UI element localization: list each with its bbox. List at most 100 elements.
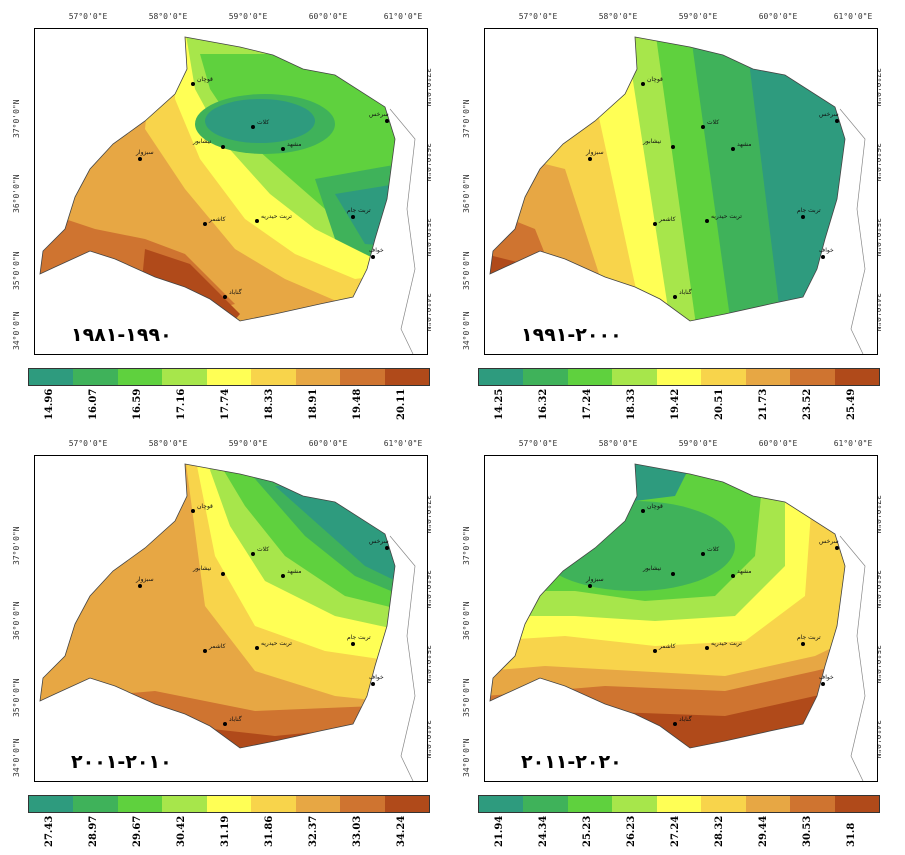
y-tick: 35°0'0"N [462,251,471,290]
y-tick: 35°0'0"N [12,251,21,290]
city-label: نیشابور [192,565,212,572]
legend-value: 34.24 [396,815,407,847]
legend-value: 33.03 [352,815,363,847]
city-marker [588,584,592,588]
legend-value: 29.44 [758,815,769,847]
city-marker [371,682,375,686]
city-label: سرخس [369,111,389,118]
legend-value: 31.86 [264,815,275,847]
city-marker [821,255,825,259]
city-label: نیشابور [642,565,662,572]
legend-value: 21.94 [494,815,505,847]
city-marker [221,572,225,576]
legend-value: 28.97 [88,815,99,847]
city-label: سبزوار [585,576,604,583]
city-label: تربت حیدریه [261,640,292,647]
legend-value: 16.32 [538,388,549,420]
legend-value: 25.49 [846,388,857,420]
x-tick: 59°0'0"E [678,12,718,21]
city-marker [641,82,645,86]
y-tick: 37°0'0"N [12,526,21,565]
city-label: کلات [257,546,269,553]
city-marker [191,509,195,513]
city-marker [671,145,675,149]
city-marker [588,157,592,161]
city-marker [821,682,825,686]
x-tick: 57°0'0"E [518,12,558,21]
x-tick: 57°0'0"E [518,439,558,448]
city-label: سبزوار [585,149,604,156]
city-marker [801,215,805,219]
y-tick: 34°0'0"N [12,738,21,777]
x-tick: 58°0'0"E [148,439,188,448]
city-label: گناباد [229,288,242,296]
city-label: نیشابور [192,138,212,145]
city-marker [255,219,259,223]
city-marker [673,722,677,726]
period-label: ۱۹۸۱-۱۹۹۰ [65,324,178,346]
city-marker [203,649,207,653]
city-marker [673,295,677,299]
color-legend [478,368,880,386]
legend-value: 17.16 [176,388,187,420]
city-label: قوچان [197,76,213,83]
legend-value: 16.59 [132,388,143,420]
city-label: خواف [819,247,834,254]
city-label: کاشمر [658,643,676,650]
city-marker [731,574,735,578]
city-label: کاشمر [208,643,226,650]
y-tick: 37°0'0"N [462,526,471,565]
legend-value: 27.43 [44,815,55,847]
city-label: کاشمر [658,216,676,223]
legend-value: 17.24 [582,388,593,420]
legend-value: 14.96 [44,388,55,420]
city-label: تربت حیدریه [711,640,742,647]
city-label: تربت جام [347,207,371,214]
city-marker [351,642,355,646]
city-label: سبزوار [135,576,154,583]
map-panel-2011-2020: 57°0'0"E 58°0'0"E 59°0'0"E 60°0'0"E 61°0… [458,435,898,855]
city-marker [251,125,255,129]
x-tick: 59°0'0"E [678,439,718,448]
legend-value: 29.67 [132,815,143,847]
legend-value: 18.33 [626,388,637,420]
color-legend [28,368,430,386]
y-tick: 35°0'0"N [12,678,21,717]
city-label: مشهد [287,141,301,148]
x-tick: 57°0'0"E [68,12,108,21]
city-marker [835,546,839,550]
city-label: مشهد [737,568,751,575]
legend-value: 31.8 [846,822,857,847]
map-panel-1991-2000: 57°0'0"E 58°0'0"E 59°0'0"E 60°0'0"E 61°0… [458,8,898,428]
city-label: گناباد [679,288,692,296]
city-label: قوچان [197,503,213,510]
city-label: نیشابور [642,138,662,145]
city-marker [191,82,195,86]
city-label: مشهد [287,568,301,575]
y-tick: 37°0'0"N [462,99,471,138]
x-tick: 61°0'0"E [833,12,873,21]
x-tick: 58°0'0"E [598,439,638,448]
y-tick: 36°0'0"N [12,174,21,213]
period-label: ۲۰۱۱-۲۰۲۰ [515,751,628,773]
city-label: گناباد [229,715,242,723]
city-marker [371,255,375,259]
city-marker [701,552,705,556]
legend-value: 31.19 [220,815,231,847]
color-legend [478,795,880,813]
legend-value: 20.11 [396,388,407,420]
x-tick: 60°0'0"E [308,439,348,448]
city-label: خواف [369,674,384,681]
city-marker [203,222,207,226]
y-tick: 35°0'0"N [462,678,471,717]
city-marker [801,642,805,646]
legend-value: 28.32 [714,815,725,847]
city-label: تربت جام [347,634,371,641]
legend-value: 24.34 [538,815,549,847]
city-marker [351,215,355,219]
